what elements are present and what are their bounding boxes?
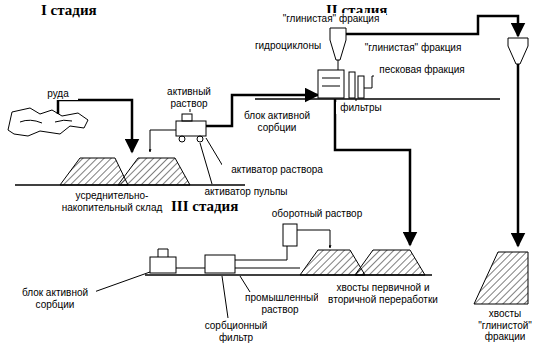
industrial-solution-pipe <box>176 268 300 269</box>
filter <box>349 72 355 98</box>
heap <box>300 250 365 275</box>
hydrocyclone <box>330 28 346 60</box>
hydrocyclone <box>508 38 528 64</box>
leader-line <box>222 276 228 318</box>
circulating-tank <box>283 224 297 246</box>
material-label: руда <box>38 88 78 100</box>
sorption-block <box>318 70 344 98</box>
heap <box>60 158 128 185</box>
circulating-solution-line <box>235 246 287 260</box>
heap <box>118 158 190 185</box>
sorption-block-detail <box>322 78 340 86</box>
stage-heading: III стадия <box>170 198 270 215</box>
filter <box>358 76 364 98</box>
storage-label: усреднительно-накопительный склад <box>52 190 172 213</box>
flow-label: активный раствор <box>158 86 220 109</box>
solution-activator <box>182 114 192 121</box>
tailings-heap <box>474 252 528 304</box>
active-sorption-block-detail <box>158 249 168 257</box>
leader-line <box>356 99 357 101</box>
flow-label: "глинистая" фракция <box>276 13 386 25</box>
sand-fraction-line <box>335 99 410 245</box>
ground-line <box>255 98 500 100</box>
stage-heading: I стадия <box>40 2 130 19</box>
leader-line <box>94 272 150 292</box>
terrain-outline <box>8 108 88 136</box>
active-sorption-block <box>150 257 176 273</box>
active-solution-line <box>150 130 176 152</box>
terrain-detail <box>20 120 72 123</box>
flow-label: оборотный раствор <box>262 208 372 220</box>
equipment-label: блок активной сорбции <box>238 110 316 133</box>
flow-label: "глинистая" фракция <box>358 42 468 54</box>
activator-wheel <box>179 136 185 142</box>
equipment-label: блок активной сорбции <box>14 287 96 310</box>
tailings-label: хвосты первичной и вторичной переработки <box>318 282 448 305</box>
equipment-label: активатор раствора <box>222 164 332 176</box>
equipment-label: фильтры <box>336 102 386 114</box>
leader-line <box>200 143 212 184</box>
solution-activator <box>176 121 206 136</box>
ore-flow-line <box>58 100 132 152</box>
sand-fraction-line <box>364 76 374 88</box>
tailings-label: хвосты "глинистой" фракции <box>462 308 548 343</box>
flow-label: промышленный раствор <box>244 292 316 315</box>
sorption-filter <box>205 255 235 273</box>
activator-wheel <box>197 136 203 142</box>
equipment-label: гидроциклоны <box>252 40 324 52</box>
circulating-solution-line <box>297 230 330 248</box>
hydrocyclone-pipe <box>338 60 339 70</box>
heap <box>355 250 425 275</box>
flow-label: песковая фракция <box>374 64 470 76</box>
leader-line <box>240 276 250 292</box>
clay-tailings-line <box>517 64 520 246</box>
equipment-label: активатор пульпы <box>196 186 296 198</box>
equipment-label: сорбционный фильтр <box>196 320 276 343</box>
